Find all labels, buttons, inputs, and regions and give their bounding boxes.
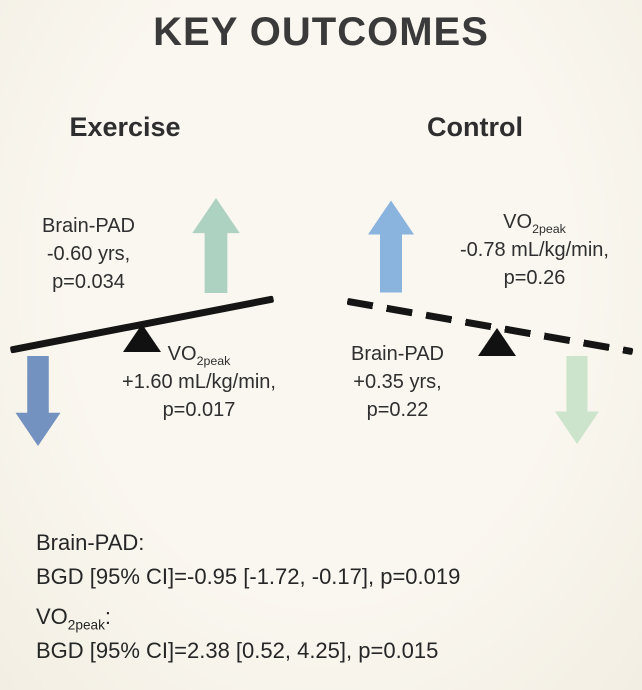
control-vo2peak-value: -0.78 mL/kg/min, bbox=[460, 239, 609, 261]
vo2peak-sub-text: 2peak bbox=[532, 222, 566, 236]
exercise-vo2peak-value: +1.60 mL/kg/min, bbox=[122, 371, 276, 393]
vo2peak-base-text: VO bbox=[36, 604, 68, 629]
control-vo2peak-metric: VO2peak bbox=[432, 208, 637, 236]
control-header: Control bbox=[427, 112, 523, 142]
exercise-fulcrum bbox=[123, 324, 161, 352]
control-down-arrow-icon bbox=[555, 356, 599, 444]
control-up-arrow-icon bbox=[368, 200, 414, 293]
vo2peak-sub-text: 2peak bbox=[67, 617, 105, 633]
control-brainpad-pvalue: p=0.22 bbox=[366, 399, 429, 421]
exercise-vo2peak-metric: VO2peak bbox=[103, 340, 295, 368]
summary-statistics: Brain-PAD: BGD [95% CI]=-0.95 [-1.72, -0… bbox=[36, 526, 460, 668]
exercise-brainpad-metric: Brain-PAD bbox=[42, 215, 135, 237]
control-vo2peak-pvalue: p=0.26 bbox=[503, 267, 566, 289]
brainpad-stats-heading: Brain-PAD: bbox=[36, 530, 145, 555]
up-arrow-shape bbox=[368, 200, 414, 293]
control-brainpad-label: Brain-PAD +0.35 yrs, p=0.22 bbox=[315, 340, 480, 424]
exercise-brainpad-value: -0.60 yrs, bbox=[46, 243, 131, 265]
control-fulcrum bbox=[478, 328, 516, 356]
up-arrow-shape bbox=[192, 198, 240, 293]
vo2peak-sub-text: 2peak bbox=[196, 354, 231, 368]
control-brainpad-value: +0.35 yrs, bbox=[353, 371, 442, 393]
brainpad-stats-value: BGD [95% CI]=-0.95 [-1.72, -0.17], p=0.0… bbox=[36, 564, 461, 589]
down-arrow-shape bbox=[555, 356, 599, 444]
control-brainpad-metric: Brain-PAD bbox=[351, 343, 444, 365]
exercise-vo2peak-label: VO2peak +1.60 mL/kg/min, p=0.017 bbox=[103, 340, 295, 424]
colon-text: : bbox=[104, 604, 112, 629]
exercise-brainpad-pvalue: p=0.034 bbox=[52, 271, 125, 293]
exercise-brainpad-label: Brain-PAD -0.60 yrs, p=0.034 bbox=[6, 212, 171, 296]
vo2peak-stats-value: BGD [95% CI]=2.38 [0.52, 4.25], p=0.015 bbox=[36, 638, 439, 663]
vo2peak-base-text: VO bbox=[503, 211, 533, 233]
page-title: KEY OUTCOMES bbox=[153, 10, 489, 54]
exercise-header: Exercise bbox=[69, 112, 181, 142]
vo2peak-base-text: VO bbox=[167, 343, 197, 365]
exercise-up-arrow-icon bbox=[192, 198, 240, 293]
control-vo2peak-label: VO2peak -0.78 mL/kg/min, p=0.26 bbox=[432, 208, 637, 292]
vo2peak-stats-heading: VO2peak: bbox=[36, 600, 460, 634]
down-arrow-shape bbox=[15, 356, 61, 446]
exercise-down-arrow-icon bbox=[15, 356, 61, 446]
exercise-vo2peak-pvalue: p=0.017 bbox=[162, 399, 236, 421]
